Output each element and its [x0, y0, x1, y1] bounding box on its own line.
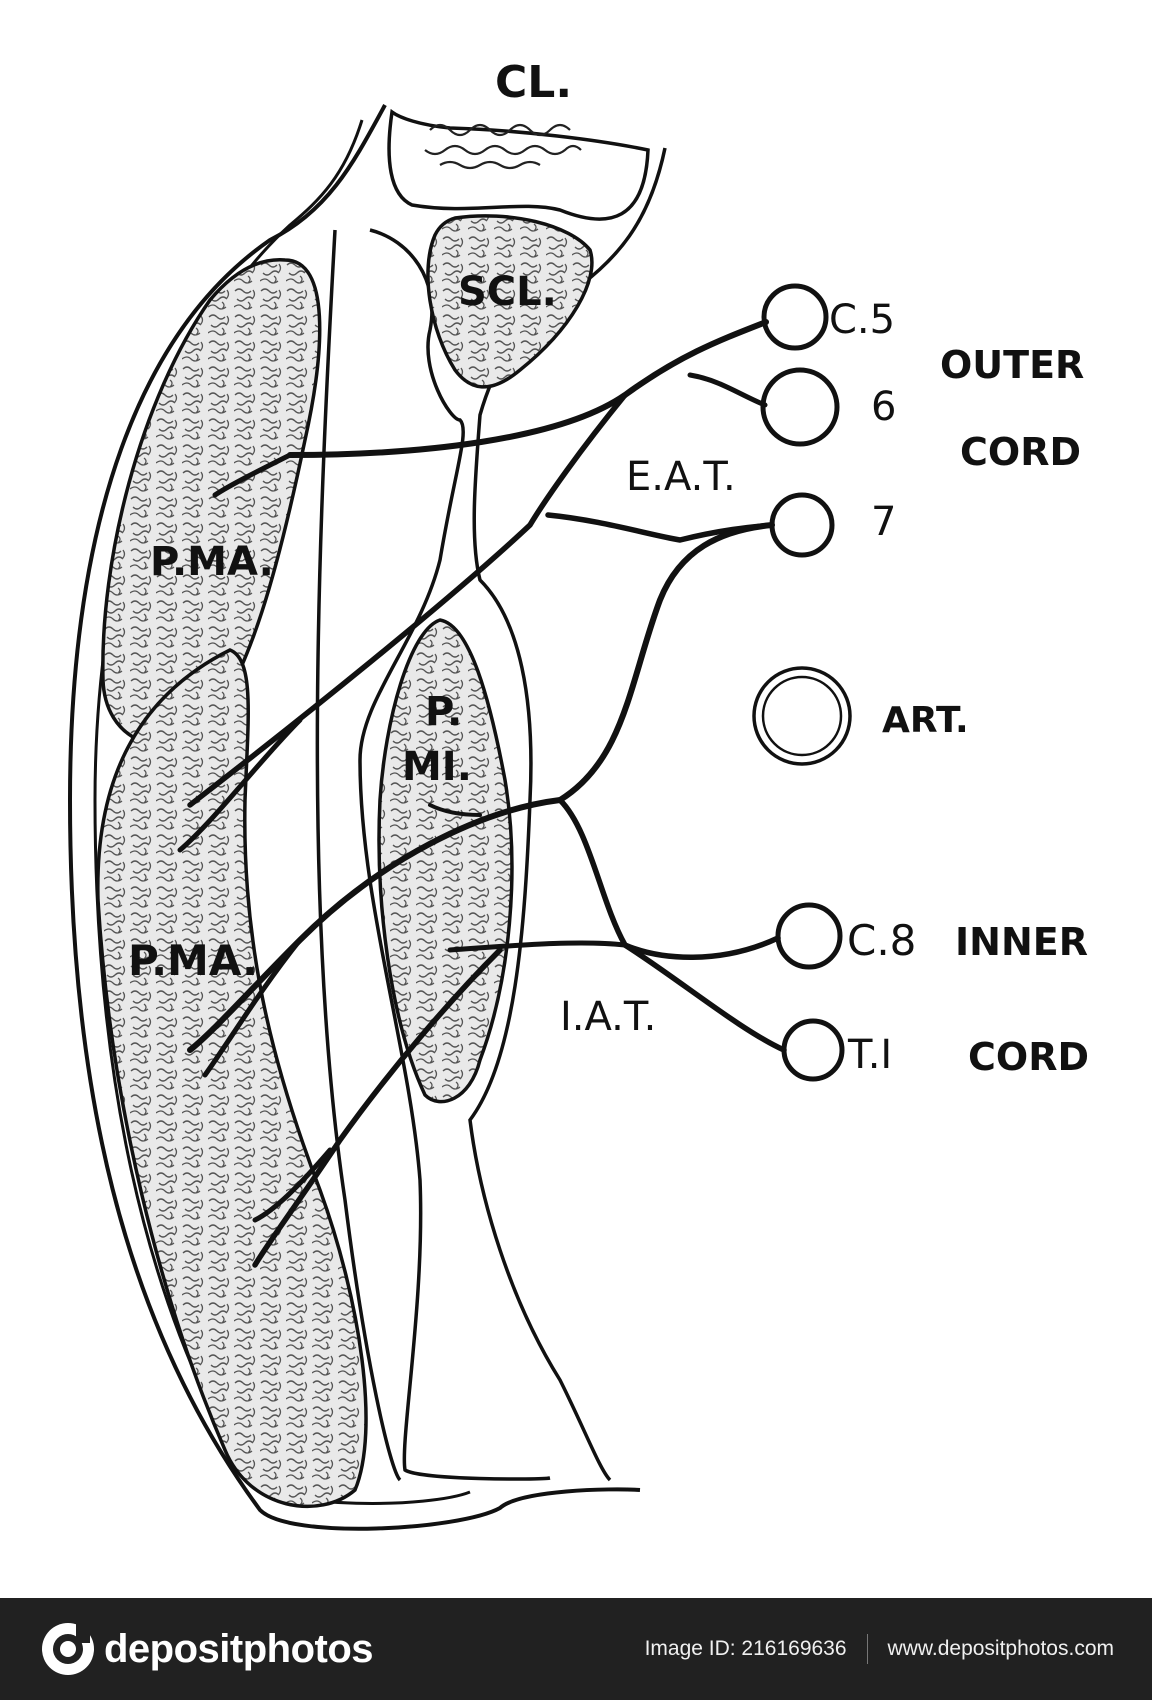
brachial-plexus-diagram: CL. SCL. P.MA. P.MA. P. MI. E.A.T. I.A.T…: [67, 57, 1089, 1531]
label-clavicle: CL.: [495, 57, 572, 108]
label-pectoralis-minor-mi: MI.: [402, 744, 472, 790]
label-root-t1: T.I: [847, 1032, 892, 1078]
root-c7-circle: [769, 492, 835, 558]
label-artery: ART.: [882, 700, 969, 741]
label-eat: E.A.T.: [626, 454, 736, 500]
label-root-c5: C.5: [829, 297, 895, 343]
label-iat: I.A.T.: [560, 994, 656, 1040]
label-outer: OUTER: [940, 343, 1084, 387]
image-id-text: Image ID: 216169636: [644, 1637, 847, 1660]
label-inner-cord: CORD: [968, 1035, 1089, 1079]
artery-inner-ring: [761, 675, 843, 757]
stock-footer-bar: depositphotos Image ID: 216169636 www.de…: [0, 1598, 1152, 1700]
label-root-7: 7: [871, 499, 896, 545]
depositphotos-logo-icon: [42, 1623, 94, 1675]
label-outer-cord: CORD: [960, 430, 1081, 474]
label-inner: INNER: [955, 920, 1088, 964]
internal-anterior-thoracic-nerves: [187, 797, 787, 1268]
label-root-6: 6: [871, 384, 896, 430]
outer-fascia: [67, 104, 641, 1531]
footer-divider: [866, 1634, 868, 1664]
label-pectoralis-minor-p: P.: [425, 689, 462, 735]
label-pectoralis-major-lower: P.MA.: [128, 936, 258, 985]
clavipectoral-fascia-left: [315, 229, 402, 1482]
brand-name: depositphotos: [104, 1626, 374, 1671]
label-root-c8: C.8: [847, 916, 916, 965]
clavicle-texture: [424, 123, 582, 170]
root-c8-circle: [775, 902, 843, 970]
pectoralis-minor: [377, 618, 514, 1104]
communicating-loop-nerve: [557, 522, 775, 803]
root-t1-circle: [781, 1018, 845, 1082]
clavipectoral-fascia-mid: [358, 228, 551, 1481]
label-pectoralis-major-upper: P.MA.: [150, 539, 274, 585]
site-url-link[interactable]: www.depositphotos.com: [887, 1637, 1114, 1660]
root-c6-circle: [760, 367, 840, 447]
label-subclavius: SCL.: [458, 269, 557, 315]
subclavius-muscle: [426, 214, 594, 389]
pectoralis-major-lower: [96, 648, 368, 1509]
root-c5-circle: [761, 283, 829, 351]
